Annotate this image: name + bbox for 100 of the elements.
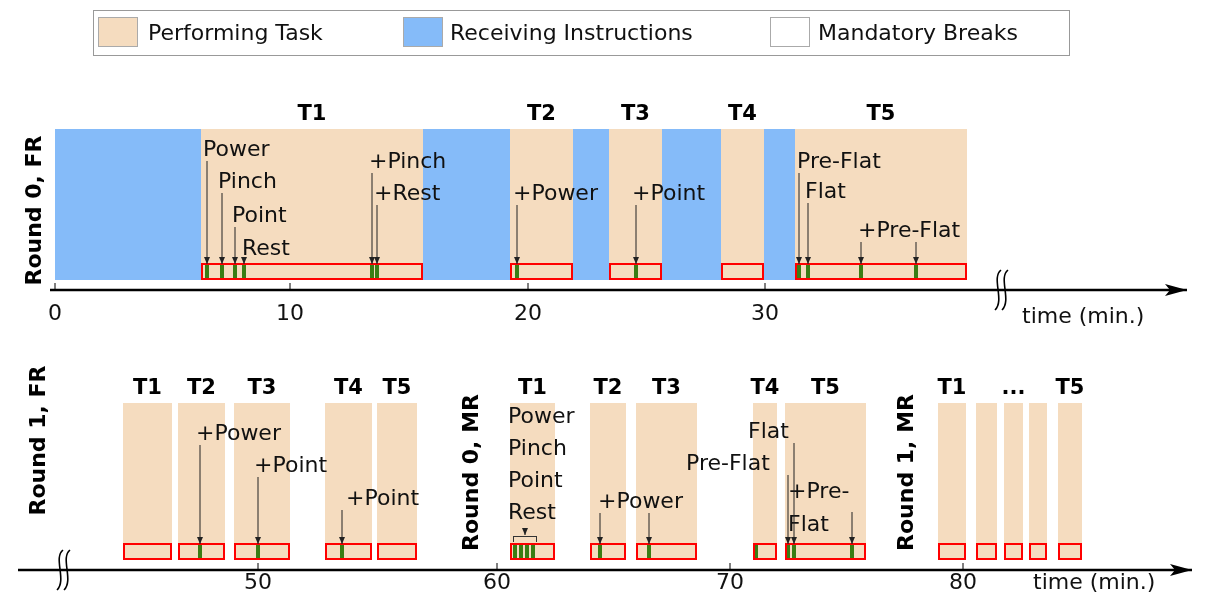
event-mark — [806, 265, 810, 279]
event-mark — [519, 545, 523, 559]
annotation-text: Pinch — [218, 168, 277, 193]
task-label: T5 — [865, 101, 897, 125]
event-mark — [525, 545, 529, 559]
task-label: T3 — [620, 101, 651, 125]
task-label: T4 — [749, 375, 781, 399]
task-band — [938, 403, 966, 560]
annotation-text: Pre-Flat — [797, 148, 881, 173]
annotation-text: Flat — [805, 178, 846, 203]
task-label: T1 — [296, 101, 328, 125]
event-mark — [242, 265, 246, 279]
leader-line — [597, 512, 603, 545]
event-mark — [513, 545, 517, 559]
row-label: Round 1, MR — [892, 393, 918, 551]
annotation-text: Power Pinch Point Rest — [508, 400, 575, 528]
task-label: T1 — [517, 375, 548, 399]
annotation-text: +Power — [196, 420, 281, 445]
leader-line — [369, 172, 375, 265]
task-band — [1029, 403, 1047, 560]
leader-line — [633, 204, 639, 265]
event-mark — [515, 265, 519, 279]
annotation-text: +Point — [632, 180, 706, 205]
task-label: T2 — [592, 375, 624, 399]
annotation-text: Power — [203, 136, 270, 161]
tick-label: 20 — [514, 300, 542, 325]
event-mark — [205, 265, 209, 279]
annotation-text: +Pre-Flat — [858, 217, 961, 242]
event-mark — [233, 265, 237, 279]
leader-line — [514, 204, 520, 265]
leader-line — [646, 512, 652, 545]
tick-label: 60 — [483, 569, 511, 594]
event-mark — [797, 265, 801, 279]
task-label: T1 — [132, 375, 163, 399]
instruction-band — [764, 129, 795, 280]
row-label: Round 1, FR — [24, 364, 50, 516]
legend-text: Receiving Instructions — [450, 20, 693, 45]
annotation-text: Rest — [242, 235, 290, 260]
task-label: T2 — [526, 101, 557, 125]
annotation-text: +Rest — [374, 180, 441, 205]
annotation-text: +Pinch — [369, 148, 447, 173]
row-label: Round 0, MR — [457, 393, 483, 551]
legend-text: Performing Task — [148, 20, 323, 45]
task-band — [1004, 403, 1023, 560]
task-band — [976, 403, 997, 560]
leader-line — [796, 172, 802, 265]
tick-label: 10 — [276, 300, 304, 325]
event-mark — [754, 545, 758, 559]
leader-line — [204, 160, 210, 265]
event-mark — [634, 265, 638, 279]
axis-title: time (min.) — [1033, 569, 1156, 594]
annotation-text: Pre-Flat — [686, 450, 770, 475]
leader-line — [197, 444, 203, 545]
event-mark — [256, 545, 260, 559]
leader-line — [849, 511, 855, 545]
task-label: T5 — [810, 375, 841, 399]
leader-line — [913, 241, 919, 265]
bracket — [513, 536, 537, 542]
row-label: Round 0, FR — [20, 134, 46, 286]
leader-line — [805, 202, 811, 265]
tick-label: 80 — [949, 569, 977, 594]
leader-line — [339, 509, 345, 545]
event-mark — [647, 545, 651, 559]
axis-title: time (min.) — [1022, 303, 1145, 328]
task-band — [721, 129, 764, 280]
task-label: ... — [1000, 375, 1027, 399]
event-mark — [375, 265, 379, 279]
annotation-text: Point — [232, 202, 287, 227]
event-mark — [340, 545, 344, 559]
leader-line — [241, 257, 247, 265]
tick-label: 0 — [48, 300, 62, 325]
leader-line — [232, 226, 238, 265]
task-label: T1 — [936, 375, 968, 399]
task-band — [795, 129, 967, 280]
leader-line — [255, 476, 261, 545]
event-mark — [531, 545, 535, 559]
annotation-text: +Point — [346, 485, 420, 510]
leader-line — [219, 192, 225, 265]
instruction-band — [55, 129, 201, 280]
event-mark — [792, 545, 796, 559]
annotation-text: Flat — [748, 418, 789, 443]
annotation-text: +Point — [254, 452, 328, 477]
task-label: T5 — [1054, 375, 1086, 399]
event-mark — [850, 545, 854, 559]
task-label: T3 — [651, 375, 682, 399]
task-band — [123, 403, 172, 560]
event-mark — [598, 545, 602, 559]
event-mark — [786, 545, 790, 559]
tick-label: 30 — [751, 300, 779, 325]
tick-label: 50 — [244, 569, 272, 594]
legend-text: Mandatory Breaks — [818, 20, 1018, 45]
task-label: T3 — [246, 375, 278, 399]
tick-label: 70 — [716, 569, 744, 594]
event-mark — [859, 265, 863, 279]
leader-line — [785, 474, 791, 545]
annotation-text: +Pre- Flat — [788, 474, 848, 540]
event-mark — [370, 265, 374, 279]
task-label: T4 — [727, 101, 758, 125]
task-band — [1058, 403, 1082, 560]
leader-line — [374, 204, 380, 265]
